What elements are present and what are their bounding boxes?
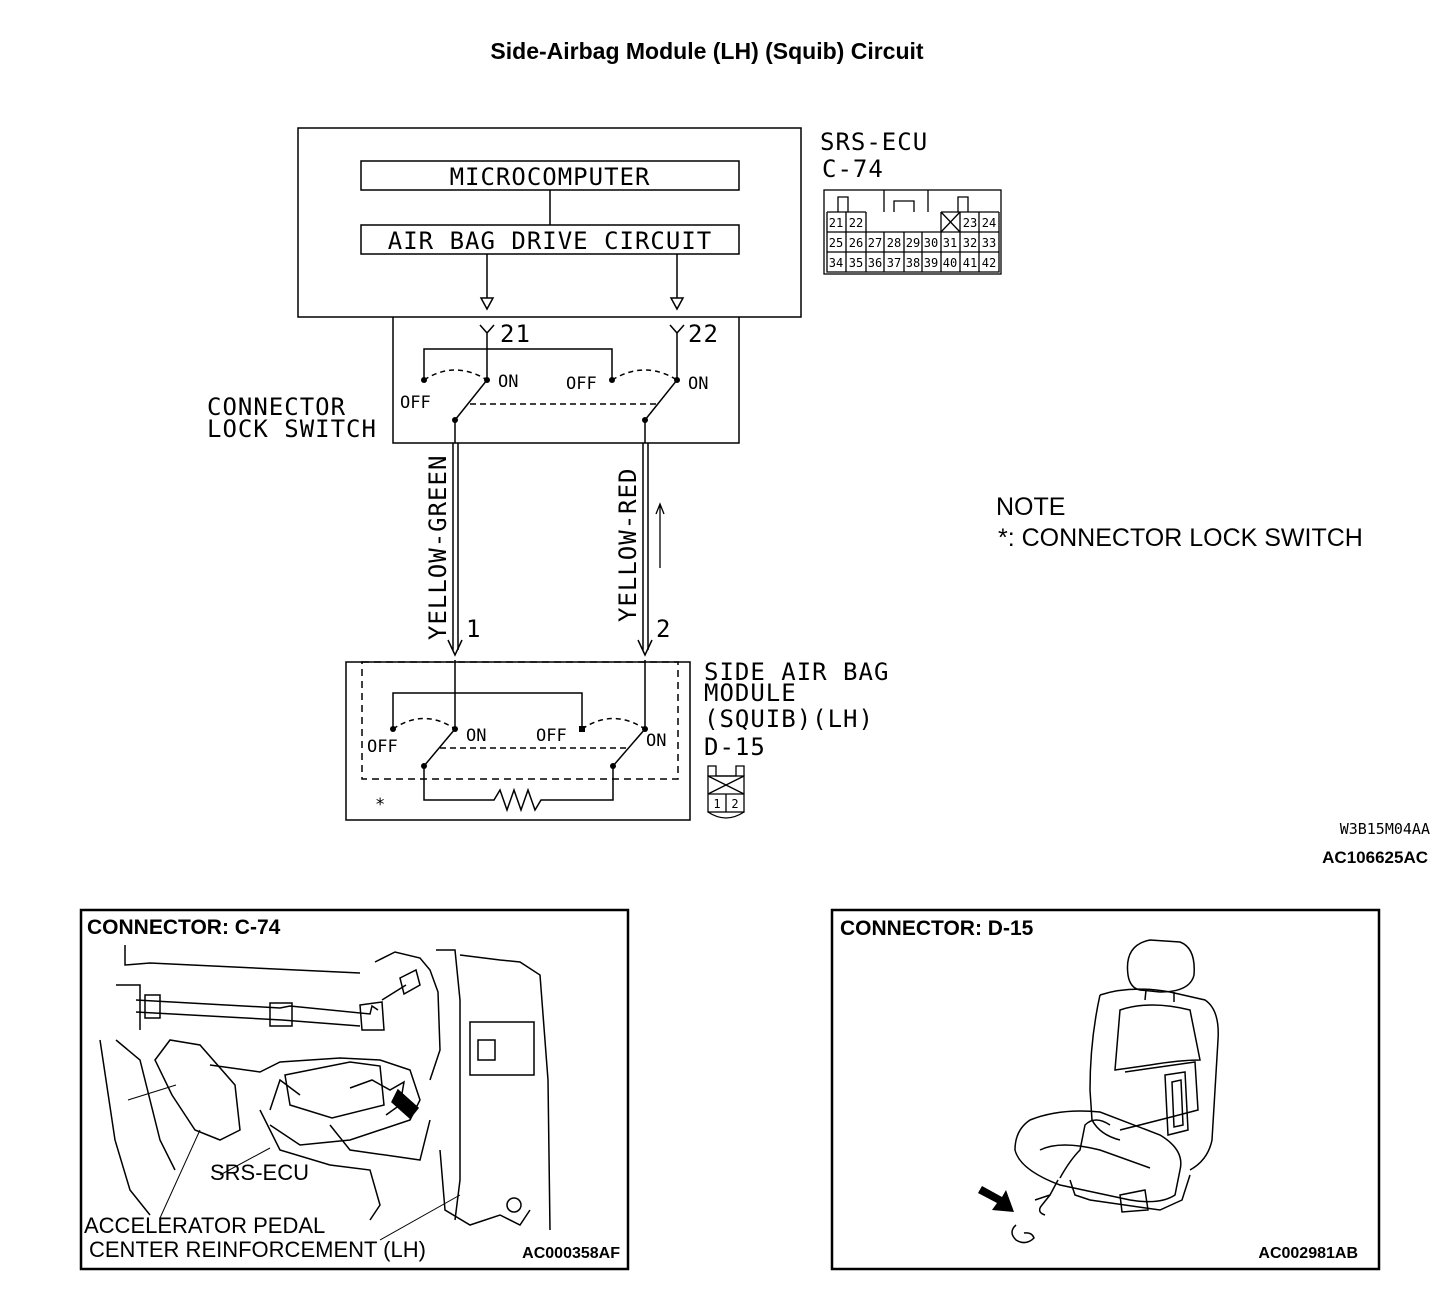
d15-panel-code: AC002981AB	[1258, 1245, 1358, 1262]
wire-color-yellow-green: YELLOW-GREEN	[424, 455, 452, 640]
c74-pin: 24	[982, 216, 996, 230]
c74-location-panel: CONNECTOR: C-74 SRS-ECU ACCELERATOR PEDA…	[79, 908, 630, 1271]
module-connector-id: D-15	[704, 733, 766, 761]
c74-pin: 42	[982, 256, 996, 270]
figure-code: AC106625AC	[1322, 848, 1428, 867]
c74-pin: 30	[924, 236, 938, 250]
harness-wires	[447, 420, 665, 657]
c74-pin: 23	[963, 216, 977, 230]
module-name-line-1: SIDE AIR BAG	[704, 658, 889, 686]
terminal-21-label: 21	[500, 320, 531, 348]
srs-ecu-box	[297, 127, 802, 318]
c74-pin: 27	[868, 236, 882, 250]
c74-pin: 40	[943, 256, 957, 270]
switch-on-label: ON	[498, 372, 518, 392]
d15-pointer-arrow	[978, 1186, 1014, 1212]
d15-location-panel: CONNECTOR: D-15 AC002981AB	[830, 908, 1381, 1271]
terminal-22-label: 22	[688, 320, 719, 348]
c74-pin: 39	[924, 256, 938, 270]
c74-pin: 29	[906, 236, 920, 250]
module-switch-dots	[390, 726, 648, 769]
c74-pin: 25	[829, 236, 843, 250]
c74-pin: 28	[887, 236, 901, 250]
ecu-name: SRS-ECU	[820, 128, 928, 156]
switch-off-label: OFF	[566, 374, 597, 394]
d15-connector-face	[707, 765, 745, 819]
d15-pin: 2	[731, 797, 738, 811]
drive-circuit-block	[360, 224, 740, 255]
note-heading: NOTE	[996, 493, 1065, 521]
page-title: Side-Airbag Module (LH) (Squib) Circuit	[490, 38, 923, 64]
c74-pin: 34	[829, 256, 843, 270]
c74-pin: 36	[868, 256, 882, 270]
c74-pin: 21	[829, 216, 843, 230]
module-name-line-3: (SQUIB)(LH)	[704, 705, 874, 733]
c74-connector-face	[823, 189, 1002, 275]
lock-switch-asterisk: *	[375, 795, 385, 815]
c74-pin: 32	[963, 236, 977, 250]
switch-on-label: ON	[688, 374, 708, 394]
lock-switch-label-2: LOCK SWITCH	[207, 415, 377, 443]
c74-panel-title: CONNECTOR: C-74	[87, 916, 281, 939]
wire-pin-2: 2	[656, 615, 671, 643]
switch-on-label: ON	[466, 726, 486, 746]
switch-off-label: OFF	[536, 726, 567, 746]
wire-pin-1: 1	[466, 615, 481, 643]
switch-off-label: OFF	[367, 737, 398, 757]
switch-off-label: OFF	[400, 393, 431, 413]
c74-vehicle-illustration	[99, 945, 551, 1231]
d15-pin: 1	[713, 797, 720, 811]
drive-circuit-label: AIR BAG DRIVE CIRCUIT	[388, 227, 712, 255]
c74-pin: 41	[963, 256, 977, 270]
side-airbag-module-box	[345, 660, 691, 821]
module-name-line-2: MODULE	[704, 679, 797, 707]
note-text: *: CONNECTOR LOCK SWITCH	[998, 524, 1363, 552]
c74-pin: 37	[887, 256, 901, 270]
c74-pin: 22	[849, 216, 863, 230]
c74-pin: 33	[982, 236, 996, 250]
c74-panel-code: AC000358AF	[522, 1245, 620, 1262]
c74-leader	[159, 1129, 201, 1219]
microcomputer-label: MICROCOMPUTER	[450, 163, 651, 191]
connector-lock-switch-upper	[392, 317, 740, 444]
c74-pin-numbers: 21 22 23 24 25 26 27 28 29 30 31 32 33 3…	[829, 216, 996, 270]
c74-pin: 35	[849, 256, 863, 270]
ecu-connector-id: C-74	[822, 155, 884, 183]
d15-seat-illustration	[1011, 939, 1219, 1244]
c74-label-ecu: SRS-ECU	[210, 1160, 309, 1185]
c74-leader	[219, 1147, 271, 1176]
switch-on-label: ON	[646, 731, 666, 751]
diagram-code: W3B15M04AA	[1340, 820, 1430, 838]
upper-switch-dots	[421, 377, 680, 423]
c74-pin: 26	[849, 236, 863, 250]
c74-leader	[127, 1084, 177, 1101]
wire-color-yellow-red: YELLOW-RED	[614, 468, 642, 623]
d15-panel-title: CONNECTOR: D-15	[840, 917, 1034, 940]
c74-pin: 38	[906, 256, 920, 270]
c74-leader	[379, 1194, 461, 1241]
lock-switch-label-1: CONNECTOR	[207, 393, 346, 421]
c74-label-line-2: CENTER REINFORCEMENT (LH)	[89, 1237, 426, 1262]
c74-label-line-1: ACCELERATOR PEDAL	[84, 1213, 325, 1238]
c74-pin: 31	[943, 236, 957, 250]
